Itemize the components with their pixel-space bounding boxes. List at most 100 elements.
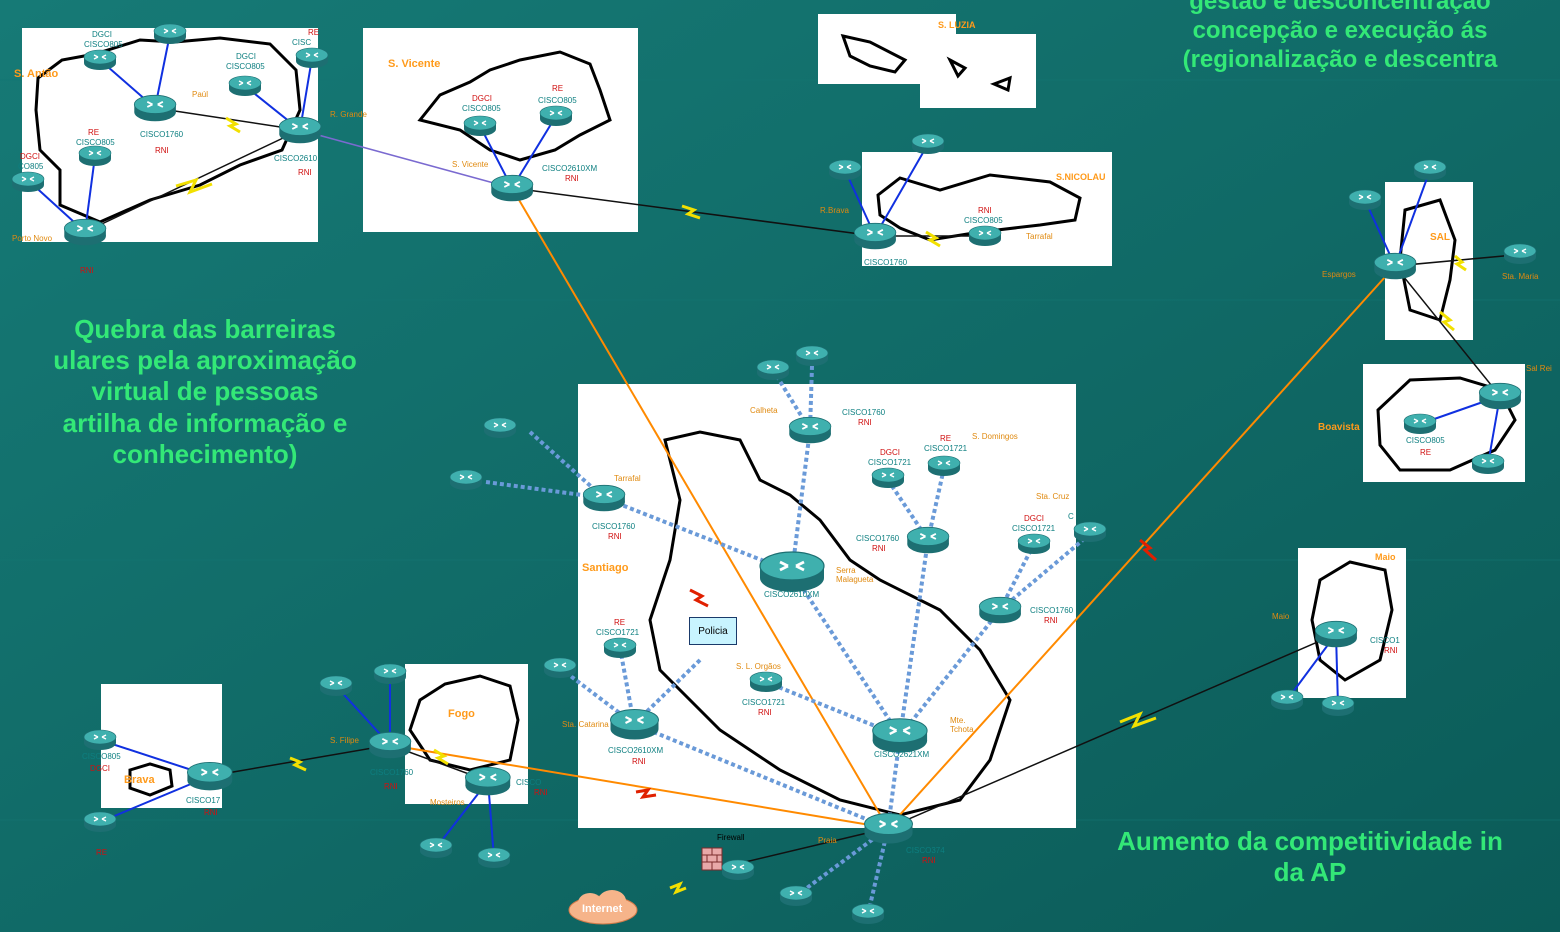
island-label-santo-antao: S. Antão (14, 68, 59, 80)
label-cisco1760-7: CISCO1760 (370, 768, 414, 777)
router-icon (1348, 189, 1382, 210)
router-icon (319, 675, 353, 696)
router-icon (968, 225, 1002, 246)
router-icon (368, 731, 412, 758)
label-rni-5: RNI (978, 206, 992, 215)
label-rni-6: RNI (858, 418, 872, 427)
place-mte-tchota: Mte. Tchota (950, 716, 974, 735)
label-dgci-4: DGCI (472, 94, 492, 103)
label-rni-12: RNI (922, 856, 936, 865)
router-icon (133, 94, 177, 121)
place-mosteiros: Mosteiros (430, 798, 465, 807)
label-re-4: RE (1420, 448, 1432, 457)
router-icon (465, 766, 511, 795)
router-icon (11, 171, 45, 192)
router-icon (483, 417, 517, 438)
label-cisco1721-5: CISCO1721 (742, 698, 786, 707)
label-dgci-6: DGCI (1024, 514, 1044, 523)
router-icon (756, 359, 790, 380)
router-icon (1503, 243, 1537, 264)
label-cisco1760-5: CISCO1760 (856, 534, 900, 543)
label-re-5: RE (940, 434, 952, 443)
router-icon (609, 708, 659, 739)
label-co805: CO805 (18, 162, 44, 171)
label-cisco805-7: CISCO805 (1406, 436, 1445, 445)
router-icon (871, 467, 905, 488)
place-serra-malagueta: Serra Malagueta (836, 566, 874, 585)
place-r-brava: R.Brava (820, 206, 849, 215)
router-icon (187, 761, 233, 790)
router-icon (828, 159, 862, 180)
label-cisco1760-2: CISCO1760 (864, 258, 908, 267)
place-s-filipe: S. Filipe (330, 736, 359, 745)
island-label-santa-luzia: S. LUZIA (938, 20, 976, 30)
label-rni-7: RNI (608, 532, 622, 541)
island-label-boavista: Boavista (1318, 422, 1360, 433)
router-icon (449, 469, 483, 490)
router-icon (906, 526, 950, 553)
label-cisco17-partial: CISCO17 (186, 796, 221, 805)
place-sta-catarina: Sta. Catarina (562, 720, 609, 729)
label-cisco-partial: CISCO (516, 778, 542, 787)
label-cisco805-6: CISCO805 (964, 216, 1003, 225)
label-rni-11: RNI (632, 757, 646, 766)
label-c: C (1068, 512, 1074, 521)
label-dgci-1: DGCI (92, 30, 112, 39)
router-icon (543, 657, 577, 678)
router-icon (749, 671, 783, 692)
place-s-l-orgaos: S. L. Orgãos (736, 662, 781, 671)
router-icon (1403, 413, 1437, 434)
label-cisco2621xm: CISCO2621XM (874, 750, 930, 759)
router-icon (779, 885, 813, 906)
label-cisco805-1: CISCO805 (84, 40, 123, 49)
router-icon (463, 115, 497, 136)
router-icon (1478, 382, 1522, 409)
label-rni-8: RNI (872, 544, 886, 553)
router-icon (978, 596, 1022, 623)
router-icon (851, 903, 885, 924)
router-icon (1321, 695, 1355, 716)
label-rni-9: RNI (1044, 616, 1058, 625)
label-re-1: RE (308, 28, 320, 37)
router-icon (295, 47, 329, 68)
router-icon (153, 23, 187, 44)
label-rni-15: RNI (204, 808, 218, 817)
label-rni-10: RNI (758, 708, 772, 717)
label-dgci-5: DGCI (880, 448, 900, 457)
router-icon (373, 663, 407, 684)
label-cisco805-4: CISCO805 (462, 104, 501, 113)
firewall-icon (701, 847, 723, 871)
label-cisco805-3: CISCO805 (76, 138, 115, 147)
headline-barriers: Quebra das barreiras ulares pela aproxim… (53, 314, 357, 469)
router-icon (911, 133, 945, 154)
label-cisco1760-4: CISCO1760 (592, 522, 636, 531)
label-re-6: RE (614, 618, 626, 627)
label-rni-13: RNI (384, 782, 398, 791)
label-cisco1760-1: CISCO1760 (140, 130, 184, 139)
label-rni-2: RNI (298, 168, 312, 177)
place-tarrafal-sn: Tarrafal (1026, 232, 1053, 241)
label-cisco2610xm-3: CISCO2610XM (608, 746, 664, 755)
router-icon (1270, 689, 1304, 710)
label-cisco1721-1: CISCO1721 (924, 444, 968, 453)
island-label-brava: Brava (124, 774, 155, 786)
headline-competitiveness: Aumento da competitividade in da AP (1117, 826, 1503, 888)
label-cisco805-5: CISCO805 (538, 96, 577, 105)
label-cisco2610xm-2: CISCO2610XM (764, 590, 820, 599)
router-icon (539, 105, 573, 126)
router-icon (419, 837, 453, 858)
router-icon (278, 116, 322, 143)
router-icon (872, 718, 928, 753)
place-paul: Paúl (192, 90, 209, 99)
label-cisco3745: CISCO374 (906, 846, 945, 855)
internet-cloud-icon (568, 890, 638, 925)
router-icon (1471, 453, 1505, 474)
router-icon (63, 218, 107, 245)
headline-decentralization: gestão e desconcentração concepção e exe… (1182, 0, 1498, 73)
label-dgci-2: DGCI (236, 52, 256, 61)
router-icon (1017, 533, 1051, 554)
label-cisco805-8: CISCO805 (82, 752, 121, 761)
label-re-3: RE (552, 84, 564, 93)
label-dgci-3: DGCI (20, 152, 40, 161)
